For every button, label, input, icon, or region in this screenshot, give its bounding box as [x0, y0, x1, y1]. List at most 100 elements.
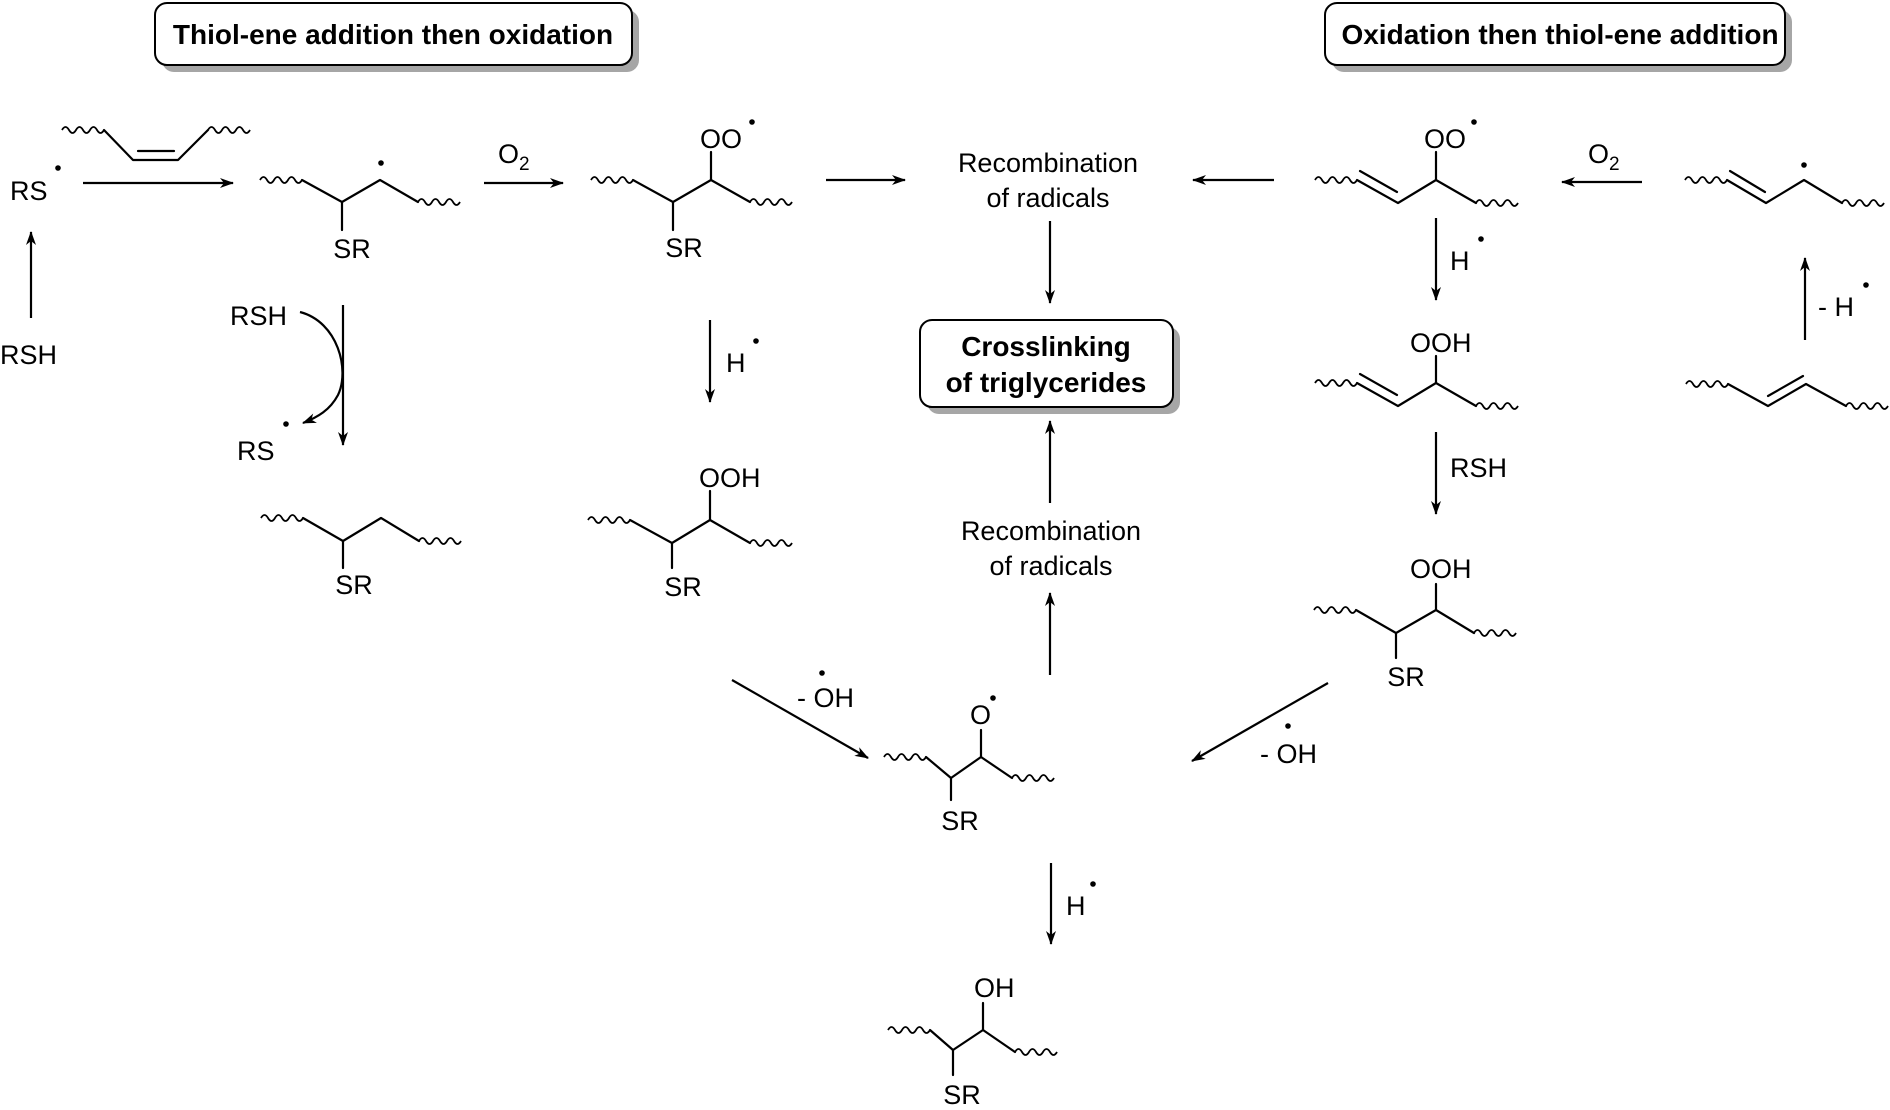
wavy-bond: [590, 176, 634, 184]
wavy-bond: [1473, 629, 1517, 637]
chemical-bond: [1355, 178, 1478, 205]
box-frame: [1324, 2, 1786, 66]
rs-radical-start: RS: [10, 165, 61, 206]
wavy-bond: [749, 198, 793, 206]
chemical-bond: [1354, 608, 1476, 635]
radical-dot: [990, 695, 996, 701]
wavy-bond: [1684, 176, 1728, 184]
wavy-bond: [1313, 606, 1357, 614]
arrow-oh-loss-left: [731, 679, 869, 759]
recombination-bottom-label: Recombination of radicals: [961, 516, 1141, 581]
wavy-bond: [749, 539, 793, 547]
box-frame: [154, 2, 633, 66]
radical-dot: [749, 119, 755, 125]
wavy-bond: [1014, 1048, 1058, 1056]
radical-dot: [283, 421, 289, 427]
chemical-bond: [301, 516, 421, 543]
thioether-product: SR: [260, 514, 462, 600]
sr-label: SR: [941, 806, 979, 836]
o2-left-label: O2: [498, 139, 530, 175]
oo-radical-label: OO: [1424, 124, 1466, 154]
header-left-box: Thiol-ene addition then oxidation: [154, 2, 639, 72]
radical-dot: [1090, 881, 1096, 887]
chemical-bond: [1728, 169, 1767, 194]
header-right-box: Oxidation then thiol-ene addition: [1324, 2, 1792, 72]
radical-dot: [55, 165, 61, 171]
cis-alkene: [61, 126, 251, 162]
wavy-bond: [883, 753, 927, 761]
oh-label: OH: [974, 973, 1015, 1003]
wavy-bond: [1845, 402, 1889, 410]
rsh-curved-label: RSH: [230, 301, 287, 331]
header-right-title: Oxidation then thiol-ene addition: [1341, 19, 1778, 50]
chemical-bond: [1358, 372, 1399, 397]
wavy-bond: [418, 537, 462, 545]
hydroperoxide-sr-right: SR OOH: [1313, 554, 1517, 692]
wavy-bond: [1685, 380, 1729, 388]
chemical-bond: [631, 178, 752, 204]
sr-label: SR: [943, 1080, 981, 1110]
crosslinking-line2: of triglycerides: [946, 367, 1147, 398]
peroxyl-radical-sr: SR OO: [590, 119, 793, 263]
wavy-bond: [1475, 199, 1519, 207]
rs-regenerated-label: RS: [237, 436, 275, 466]
ooh-label: OOH: [1410, 554, 1472, 584]
ooh-label: OOH: [1410, 328, 1472, 358]
radical-dot: [378, 160, 384, 166]
minus-oh-left-label: - OH: [797, 683, 854, 713]
wavy-bond: [259, 176, 303, 184]
rs-label: RS: [10, 176, 48, 206]
wavy-bond: [887, 1026, 931, 1034]
rsh-start-label: RSH: [0, 340, 57, 370]
alcohol-sr-product: SR OH: [887, 973, 1058, 1110]
wavy-bond: [1314, 176, 1358, 184]
radical-dot: [1471, 119, 1477, 125]
sr-label: SR: [1387, 662, 1425, 692]
h-radical-label: H: [1066, 891, 1086, 921]
sr-label: SR: [664, 572, 702, 602]
wavy-bond: [417, 198, 461, 206]
sr-label: SR: [665, 233, 703, 263]
wavy-bond: [61, 126, 105, 134]
oo-radical-label: OO: [700, 124, 742, 154]
recombination-top-line2: of radicals: [986, 183, 1109, 213]
wavy-bond: [1314, 379, 1358, 387]
wavy-bond: [587, 516, 631, 524]
chemical-bond: [1355, 381, 1478, 408]
sr-label: SR: [333, 234, 371, 264]
radical-dot: [1863, 282, 1869, 288]
radical-dot: [819, 670, 825, 676]
chemical-bond: [102, 128, 210, 162]
trans-alkene: [1685, 374, 1889, 410]
h-radical-label: H: [726, 348, 746, 378]
chemical-bond: [1726, 382, 1848, 408]
allylic-peroxyl-radical: OO: [1314, 119, 1519, 207]
radical-dot: [1478, 236, 1484, 242]
recombination-top-line1: Recombination: [958, 148, 1138, 178]
curved-arrow-rsh-to-rs: [299, 310, 344, 425]
allyl-radical: [1684, 162, 1885, 207]
rsh-right-label: RSH: [1450, 453, 1507, 483]
chemical-bond: [1766, 374, 1805, 398]
recombination-bottom-line2: of radicals: [989, 551, 1112, 581]
hydroperoxide-sr-left: SR OOH: [587, 463, 793, 602]
wavy-bond: [1841, 199, 1885, 207]
wavy-bond: [207, 126, 251, 134]
sr-label: SR: [335, 570, 373, 600]
chemical-bond: [928, 1028, 1017, 1054]
crosslinking-line1: Crosslinking: [961, 331, 1131, 362]
wavy-bond: [1011, 774, 1055, 782]
arrow-oh-loss-right: [1191, 682, 1329, 762]
h-radical-label: H: [1450, 246, 1470, 276]
radical-dot: [1285, 723, 1291, 729]
crosslinking-box: Crosslinking of triglycerides: [919, 319, 1180, 414]
minus-h-label: - H: [1818, 292, 1854, 322]
o-radical-label: O: [970, 700, 991, 730]
minus-oh-right-label: - OH: [1260, 739, 1317, 769]
carbon-radical-sr: SR: [259, 160, 461, 264]
radical-dot: [1801, 162, 1807, 168]
allylic-hydroperoxide: OOH: [1314, 328, 1519, 410]
radical-dot: [753, 338, 759, 344]
box-frame: [919, 319, 1174, 408]
